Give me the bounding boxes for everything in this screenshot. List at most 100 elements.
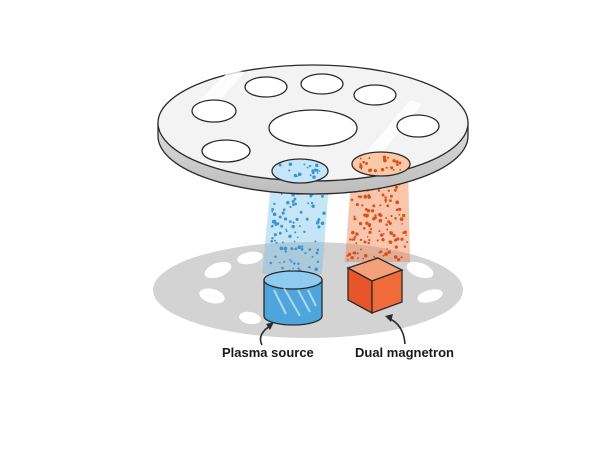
particle: [349, 238, 352, 241]
particle: [365, 162, 368, 165]
disc-hole: [300, 73, 344, 95]
particle: [293, 197, 297, 201]
particle: [292, 267, 295, 270]
particle: [373, 169, 377, 173]
particle: [398, 207, 402, 211]
magnetron-cube: [346, 257, 404, 315]
particle: [367, 195, 372, 199]
plasma-source-label: Plasma source: [222, 345, 314, 360]
particle: [318, 170, 321, 172]
particle: [386, 204, 390, 208]
particle: [295, 217, 299, 221]
particle: [281, 266, 284, 270]
particle: [298, 225, 301, 228]
particle: [384, 252, 388, 256]
curved-arrow-icon: [385, 314, 406, 345]
particle: [297, 267, 300, 270]
particle: [293, 240, 296, 243]
disc-hole: [201, 139, 251, 163]
particle: [380, 233, 384, 237]
particle: [290, 260, 293, 263]
particle: [378, 230, 381, 233]
particle: [281, 241, 284, 244]
particle: [301, 245, 304, 248]
particle: [386, 156, 390, 159]
particle: [271, 224, 274, 228]
particle: [309, 174, 312, 177]
particle: [369, 227, 373, 231]
particle: [395, 200, 400, 205]
particle: [359, 238, 363, 242]
particle: [365, 216, 368, 218]
shadow-hole: [204, 261, 232, 279]
particle: [379, 204, 382, 207]
particle: [297, 262, 300, 265]
particle: [357, 256, 359, 259]
particle: [356, 252, 359, 255]
particle: [373, 255, 376, 258]
particle: [281, 211, 285, 215]
disc-hole: [353, 84, 397, 106]
particle: [282, 208, 286, 212]
particle: [389, 194, 393, 198]
particle: [362, 257, 365, 260]
particle: [399, 217, 404, 221]
particle: [289, 258, 291, 261]
particle: [370, 209, 375, 213]
particle: [353, 215, 356, 218]
particle: [359, 157, 362, 160]
particle: [364, 194, 367, 197]
particle: [382, 254, 385, 257]
particle: [353, 235, 357, 239]
particle: [363, 253, 368, 258]
particle: [280, 193, 283, 196]
particle: [399, 169, 402, 171]
particle: [275, 241, 278, 244]
particle: [382, 232, 385, 235]
particle: [347, 252, 352, 257]
plasma-source-cylinder: [263, 270, 323, 326]
particle: [271, 207, 275, 211]
particle: [392, 233, 396, 238]
particle: [358, 195, 362, 199]
particle: [403, 245, 407, 248]
particle: [276, 222, 280, 225]
particle: [305, 217, 309, 221]
particle: [386, 248, 388, 250]
particle: [292, 203, 295, 206]
particle: [351, 238, 354, 241]
particle: [402, 231, 405, 234]
particle: [317, 225, 321, 229]
particle: [294, 202, 298, 206]
particle: [351, 230, 355, 235]
particle: [359, 162, 362, 166]
particle: [394, 217, 397, 220]
particle: [363, 240, 367, 244]
particle: [388, 240, 393, 244]
particle: [387, 250, 391, 254]
particle: [270, 239, 274, 243]
particle: [372, 217, 376, 221]
particle: [297, 172, 302, 177]
particle: [279, 246, 284, 251]
particle: [401, 223, 404, 225]
disc-hole: [268, 109, 358, 147]
particle: [271, 219, 276, 224]
particle: [312, 175, 316, 179]
disc-hole: [244, 76, 288, 98]
dual-magnetron-label: Dual magnetron: [355, 345, 454, 360]
particle: [317, 218, 321, 221]
particle: [310, 201, 314, 205]
particle: [299, 210, 303, 214]
particle: [278, 163, 282, 167]
particle: [285, 228, 287, 231]
particle: [315, 163, 319, 168]
particle: [296, 236, 299, 239]
particle: [387, 189, 391, 192]
particle: [274, 255, 277, 258]
particle: [389, 199, 392, 202]
particle: [384, 198, 388, 202]
particle: [392, 159, 396, 163]
particle: [316, 260, 320, 264]
